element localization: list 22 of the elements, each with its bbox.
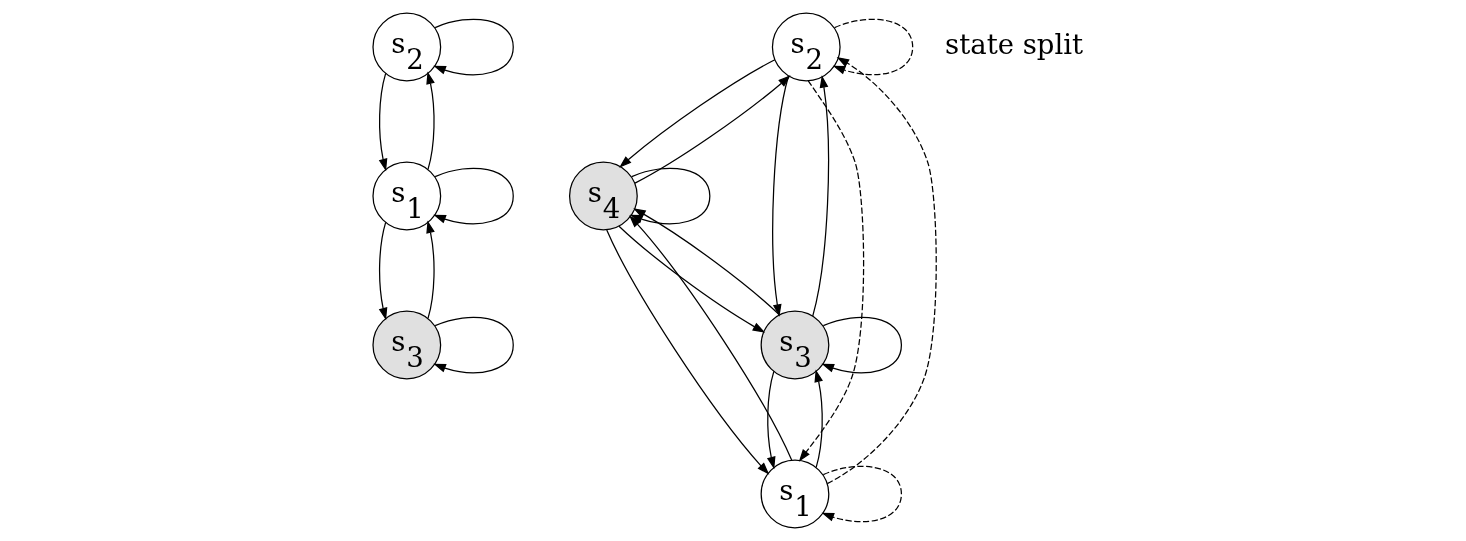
arrow xyxy=(766,370,776,470)
arrow xyxy=(772,75,790,317)
arrow xyxy=(606,229,770,475)
arrow xyxy=(821,465,903,523)
arrow xyxy=(826,56,937,485)
arrow xyxy=(618,225,766,333)
arrow xyxy=(798,80,865,462)
label: state split xyxy=(945,28,1084,60)
arrow xyxy=(378,72,388,172)
arrow xyxy=(433,18,514,76)
arrow xyxy=(426,220,435,320)
arrow xyxy=(812,75,830,317)
arrow xyxy=(814,369,823,469)
arrow xyxy=(821,316,903,374)
arrow xyxy=(619,59,776,168)
arrow xyxy=(634,75,791,184)
arrow xyxy=(426,71,435,171)
arrow xyxy=(433,167,514,225)
arrow xyxy=(633,208,780,316)
arrow xyxy=(832,18,914,76)
arrow xyxy=(433,316,514,374)
arrow xyxy=(378,221,388,321)
